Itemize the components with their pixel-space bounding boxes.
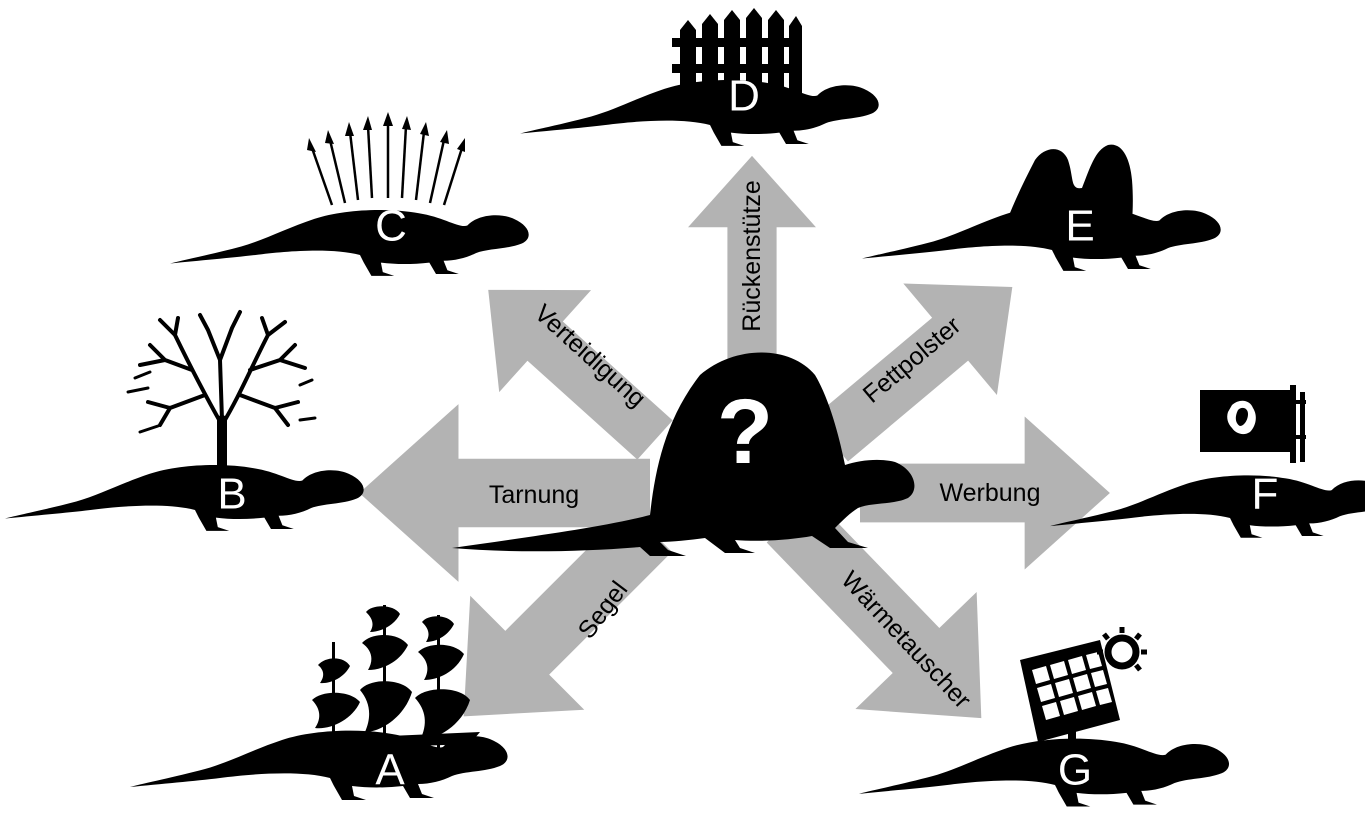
- animal-b: B: [4, 310, 364, 531]
- arrow-label-tarnung: Tarnung: [489, 481, 579, 509]
- spears-icon: [307, 112, 465, 206]
- letter-b: B: [217, 470, 246, 519]
- animal-e: E: [862, 144, 1221, 271]
- letter-d: D: [728, 72, 760, 121]
- picket-fence-icon: [672, 8, 802, 96]
- arrow-label-werbung: Werbung: [940, 479, 1041, 507]
- center-dimetrodon: ?: [452, 352, 915, 556]
- letter-c: C: [375, 202, 407, 251]
- letter-e: E: [1065, 202, 1094, 251]
- solar-panel-icon: [1020, 627, 1147, 757]
- animal-c: C: [169, 112, 529, 276]
- arrow-label-rueckenstuetze: Rückenstütze: [738, 180, 766, 331]
- dimetrodon-silhouette-icon: [452, 352, 915, 556]
- animal-a: A: [130, 605, 508, 800]
- bare-tree-icon: [126, 310, 317, 473]
- sun-icon: [1097, 627, 1147, 672]
- letter-a: A: [375, 746, 405, 795]
- animal-f: F: [1050, 385, 1365, 538]
- animal-g: G: [859, 627, 1230, 807]
- flag-billboard-icon: [1200, 385, 1306, 463]
- animal-d: D: [520, 8, 879, 146]
- letter-g: G: [1058, 746, 1092, 795]
- letter-f: F: [1252, 470, 1279, 519]
- sailing-ship-icon: [300, 605, 480, 752]
- center-question-mark: ?: [717, 381, 773, 483]
